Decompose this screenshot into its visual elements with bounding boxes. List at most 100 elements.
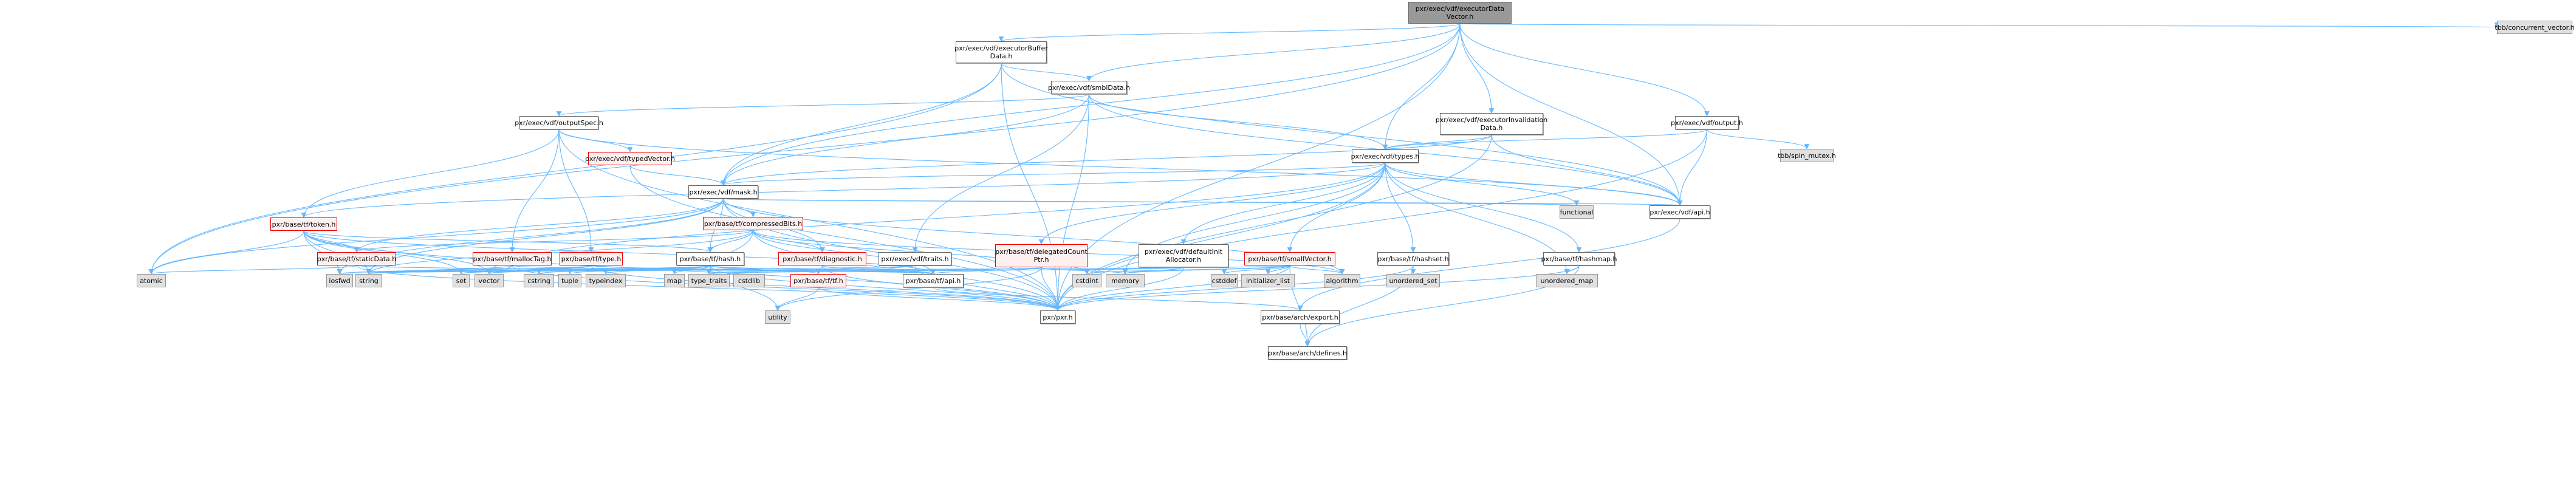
edge-bufdata-to-vdfapi: [1001, 63, 1683, 206]
edge-hashset-to-pxrh: [1055, 265, 1414, 311]
node-staticdata[interactable]: pxr/base/tf/staticData.h: [317, 252, 396, 265]
edge-typedvec-to-pxrh: [629, 165, 1061, 311]
edge-vdfapi-to-archexport: [1297, 218, 1680, 311]
edge-cbits-to-hash: [707, 230, 754, 253]
edge-bufdata-to-smbl: [1001, 63, 1092, 81]
node-archdefines[interactable]: pxr/base/arch/defines.h: [1268, 346, 1347, 360]
edge-smallvec-to-iosfwd: [338, 265, 1290, 275]
node-pxrh[interactable]: pxr/pxr.h: [1040, 310, 1075, 324]
edge-definit-to-typetraits: [707, 267, 1184, 275]
edge-dcptr-to-utility: [775, 267, 1042, 311]
node-mask[interactable]: pxr/exec/vdf/mask.h: [688, 185, 758, 199]
node-dcptr[interactable]: pxr/base/tf/delegatedCount Ptr.h: [995, 244, 1088, 267]
node-token[interactable]: pxr/base/tf/token.h: [270, 217, 337, 231]
node-root[interactable]: pxr/exec/vdf/executorData Vector.h: [1408, 2, 1512, 24]
edge-types-to-definit: [1180, 162, 1386, 245]
edge-dcptr-to-pxrh: [1041, 267, 1061, 311]
node-uset: unordered_set: [1386, 274, 1440, 287]
edge-outspec-to-malloctag: [509, 129, 560, 253]
edge-invdata-to-mask: [721, 134, 1492, 186]
node-invdata[interactable]: pxr/exec/vdf/executorInvalidation Data.h: [1436, 113, 1547, 135]
edge-root-to-output: [1459, 23, 1710, 117]
edge-definit-to-pxrh: [1055, 267, 1184, 311]
node-typeindex: typeindex: [586, 274, 626, 287]
node-bufdata[interactable]: pxr/exec/vdf/executorBuffer Data.h: [954, 41, 1048, 63]
node-malloctag[interactable]: pxr/base/tf/mallocTag.h: [473, 252, 552, 265]
edge-smbl-to-types: [1088, 94, 1388, 150]
edge-tftype-to-pxrh: [591, 265, 1061, 311]
node-cbits[interactable]: pxr/base/tf/compressedBits.h: [703, 217, 803, 230]
edge-token-to-atomic: [148, 230, 304, 275]
node-outspec[interactable]: pxr/exec/vdf/outputSpec.h: [515, 116, 603, 129]
edge-root-to-tbbcv: [1459, 21, 2498, 28]
edge-bufdata-to-mask: [721, 63, 1002, 186]
node-output[interactable]: pxr/exec/vdf/output.h: [1671, 116, 1743, 129]
node-initlist: initializer_list: [1241, 274, 1295, 287]
edge-smallvec-to-pxrh: [1055, 265, 1290, 311]
node-vdfapi[interactable]: pxr/exec/vdf/api.h: [1649, 205, 1710, 219]
edge-invdata-to-types: [1382, 134, 1492, 150]
node-tbbcv: tbb/concurrent_vector.h: [2495, 21, 2575, 34]
node-traits[interactable]: pxr/exec/vdf/traits.h: [879, 252, 951, 265]
edge-smallvec-to-cstddef: [1221, 265, 1290, 275]
edge-smallvec-to-cstdint: [1084, 265, 1290, 275]
edge-root-to-vdfapi: [1459, 23, 1683, 206]
node-utility: utility: [765, 310, 790, 324]
node-spinmutex: tbb/spin_mutex.h: [1778, 149, 1836, 162]
edge-types-to-vdfapi: [1385, 162, 1683, 206]
node-tuple: tuple: [558, 274, 581, 287]
edge-cbits-to-staticdata: [354, 230, 754, 253]
node-smbl[interactable]: pxr/exec/vdf/smblData.h: [1048, 81, 1130, 94]
node-cstdlib: cstdlib: [733, 274, 765, 287]
edge-hashmap-to-pxrh: [1055, 265, 1580, 311]
edge-staticdata-to-atomic: [148, 265, 357, 275]
edge-types-to-hashset: [1385, 162, 1416, 253]
edge-tfh-to-pxrh: [818, 287, 1061, 311]
edge-hash-to-utility: [710, 265, 781, 311]
node-definit[interactable]: pxr/exec/vdf/defaultInit Allocator.h: [1139, 244, 1228, 267]
node-archexport[interactable]: pxr/base/arch/export.h: [1261, 310, 1340, 324]
node-cstring: cstring: [524, 274, 554, 287]
edge-typedvec-to-mask: [629, 165, 726, 186]
edge-root-to-atomic: [148, 23, 1461, 275]
edge-hash-to-map: [671, 265, 711, 275]
edge-root-to-smbl: [1086, 23, 1461, 81]
edge-traits-to-pxrh: [914, 265, 1061, 311]
edge-mask-to-functional: [722, 198, 1578, 206]
node-hashmap[interactable]: pxr/base/tf/hashmap.h: [1541, 252, 1617, 265]
node-string: string: [355, 274, 382, 287]
node-types[interactable]: pxr/exec/vdf/types.h: [1351, 149, 1419, 163]
edge-types-to-token: [301, 162, 1386, 218]
edge-smbl-to-outspec: [556, 94, 1090, 117]
edge-staticdata-to-pxrh: [356, 265, 1061, 311]
node-hash[interactable]: pxr/base/tf/hash.h: [676, 252, 744, 265]
node-cstdint: cstdint: [1072, 274, 1101, 287]
node-tftype[interactable]: pxr/base/tf/type.h: [560, 252, 623, 265]
edge-types-to-functional: [1385, 162, 1580, 206]
edge-diag-to-pxrh: [821, 265, 1061, 311]
node-atomic: atomic: [137, 274, 166, 287]
edge-outspec-to-token: [301, 129, 560, 218]
node-smallvec[interactable]: pxr/base/tf/smallVector.h: [1244, 252, 1335, 265]
edge-root-to-invdata: [1459, 23, 1495, 114]
node-diag[interactable]: pxr/base/tf/diagnostic.h: [778, 252, 866, 265]
edge-tftype-to-iosfwd: [337, 265, 592, 275]
edge-types-to-smallvec: [1287, 162, 1386, 253]
edge-output-to-vdfapi: [1677, 129, 1708, 206]
node-typedvec[interactable]: pxr/exec/vdf/typedVector.h: [585, 152, 675, 165]
node-vector: vector: [474, 274, 504, 287]
node-typetraits: type_traits: [688, 274, 730, 287]
edge-smbl-to-mask: [721, 94, 1090, 186]
edge-hash-to-pxrh: [710, 265, 1061, 311]
node-cstddef: cstddef: [1211, 274, 1238, 287]
edge-types-to-dcptr: [1038, 162, 1386, 245]
edge-types-to-hashmap: [1385, 162, 1582, 253]
edge-mask-to-atomic: [148, 198, 724, 275]
edge-output-to-types: [1382, 129, 1708, 150]
node-map: map: [664, 274, 685, 287]
node-hashset[interactable]: pxr/base/tf/hashset.h: [1377, 252, 1449, 265]
node-umap: unordered_map: [1536, 274, 1598, 287]
node-tfh[interactable]: pxr/base/tf/tf.h: [790, 274, 846, 287]
node-tfapi[interactable]: pxr/base/tf/api.h: [903, 274, 964, 287]
